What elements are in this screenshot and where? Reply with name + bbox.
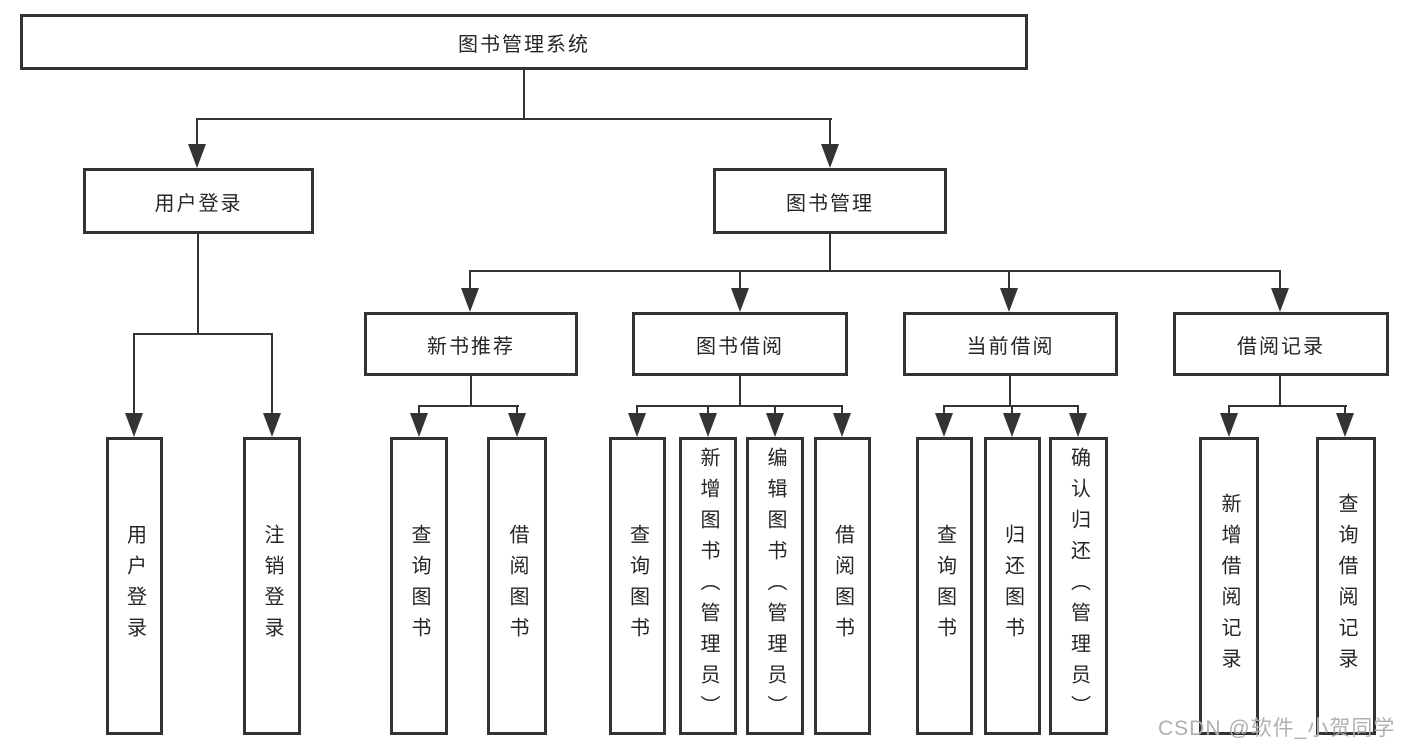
leaf-logout: 注销登录 — [243, 437, 301, 735]
node-book-management-label: 图书管理 — [786, 192, 874, 215]
connector-line — [943, 407, 945, 415]
connector-line — [1009, 376, 1011, 407]
leaf-user-login-label: 用户登录 — [123, 524, 146, 648]
arrow-down-icon — [1271, 288, 1289, 312]
leaf-record-add-record: 新增借阅记录 — [1199, 437, 1259, 735]
connector-line — [1279, 376, 1281, 407]
arrow-down-icon — [699, 413, 717, 437]
node-user-login-label: 用户登录 — [154, 192, 243, 215]
connector-line — [1228, 407, 1230, 415]
connector-line — [636, 407, 638, 415]
leaf-newbook-borrow-books-label: 借阅图书 — [506, 524, 528, 648]
connector-line — [1077, 407, 1079, 415]
connector-line — [1279, 272, 1281, 290]
node-user-login: 用户登录 — [83, 168, 314, 234]
connector-line — [943, 405, 1079, 407]
arrow-down-icon — [766, 413, 784, 437]
connector-line — [1228, 405, 1347, 407]
leaf-newbook-borrow-books: 借阅图书 — [487, 437, 547, 735]
connector-line — [271, 335, 273, 415]
node-root: 图书管理系统 — [20, 14, 1028, 70]
arrow-down-icon — [935, 413, 953, 437]
connector-line — [196, 118, 832, 120]
arrow-down-icon — [125, 413, 143, 437]
arrow-down-icon — [1336, 413, 1354, 437]
connector-line — [1008, 272, 1010, 290]
node-current-borrow-label: 当前借阅 — [966, 335, 1055, 358]
leaf-borrow-borrow-books: 借阅图书 — [814, 437, 871, 735]
connector-line — [418, 405, 519, 407]
arrow-down-icon — [731, 288, 749, 312]
connector-line — [418, 407, 420, 415]
leaf-borrow-add-books-admin-label: 新增图书（管理员） — [697, 446, 719, 726]
connector-line — [1011, 407, 1013, 415]
leaf-borrow-edit-books-admin: 编辑图书（管理员） — [746, 437, 804, 735]
connector-line — [829, 234, 831, 272]
leaf-current-return-books-label: 归还图书 — [1001, 524, 1024, 648]
connector-line — [133, 335, 135, 415]
leaf-user-login: 用户登录 — [106, 437, 163, 735]
connector-line — [469, 272, 471, 290]
connector-line — [829, 120, 831, 146]
connector-line — [636, 405, 843, 407]
connector-line — [739, 272, 741, 290]
leaf-borrow-query-books-label: 查询图书 — [626, 524, 649, 648]
arrow-down-icon — [821, 144, 839, 168]
connector-line — [739, 376, 741, 407]
leaf-current-confirm-return-admin-label: 确认归还（管理员） — [1067, 446, 1090, 726]
leaf-record-query-record-label: 查询借阅记录 — [1335, 493, 1357, 679]
arrow-down-icon — [508, 413, 526, 437]
node-borrow-record: 借阅记录 — [1173, 312, 1389, 376]
arrow-down-icon — [1000, 288, 1018, 312]
leaf-newbook-query-books: 查询图书 — [390, 437, 448, 735]
connector-line — [470, 376, 472, 407]
leaf-current-confirm-return-admin: 确认归还（管理员） — [1049, 437, 1108, 735]
leaf-current-query-books: 查询图书 — [916, 437, 973, 735]
leaf-record-add-record-label: 新增借阅记录 — [1218, 493, 1240, 679]
connector-line — [516, 407, 518, 415]
connector-line — [196, 120, 198, 146]
connector-line — [197, 234, 199, 335]
connector-line — [523, 70, 525, 120]
node-current-borrow: 当前借阅 — [903, 312, 1118, 376]
arrow-down-icon — [833, 413, 851, 437]
arrow-down-icon — [628, 413, 646, 437]
connector-line — [133, 333, 273, 335]
leaf-current-return-books: 归还图书 — [984, 437, 1041, 735]
node-book-borrow-label: 图书借阅 — [696, 335, 784, 358]
arrow-down-icon — [410, 413, 428, 437]
leaf-record-query-record: 查询借阅记录 — [1316, 437, 1376, 735]
leaf-current-query-books-label: 查询图书 — [933, 524, 956, 648]
leaf-newbook-query-books-label: 查询图书 — [408, 524, 430, 648]
leaf-logout-label: 注销登录 — [261, 524, 283, 648]
arrow-down-icon — [461, 288, 479, 312]
node-book-borrow: 图书借阅 — [632, 312, 848, 376]
arrow-down-icon — [188, 144, 206, 168]
leaf-borrow-query-books: 查询图书 — [609, 437, 666, 735]
arrow-down-icon — [1003, 413, 1021, 437]
arrow-down-icon — [1069, 413, 1087, 437]
node-new-book-recommend: 新书推荐 — [364, 312, 578, 376]
connector-line — [707, 407, 709, 415]
connector-line — [469, 270, 1281, 272]
node-borrow-record-label: 借阅记录 — [1237, 335, 1325, 358]
connector-line — [841, 407, 843, 415]
connector-line — [1344, 407, 1346, 415]
arrow-down-icon — [1220, 413, 1238, 437]
csdn-watermark: CSDN @软件_小贺同学 — [1158, 717, 1396, 740]
leaf-borrow-edit-books-admin-label: 编辑图书（管理员） — [764, 446, 786, 726]
node-book-management: 图书管理 — [713, 168, 947, 234]
leaf-borrow-add-books-admin: 新增图书（管理员） — [679, 437, 737, 735]
connector-line — [774, 407, 776, 415]
node-root-label: 图书管理系统 — [458, 33, 590, 56]
arrow-down-icon — [263, 413, 281, 437]
leaf-borrow-borrow-books-label: 借阅图书 — [831, 524, 854, 648]
node-new-book-recommend-label: 新书推荐 — [427, 335, 515, 358]
